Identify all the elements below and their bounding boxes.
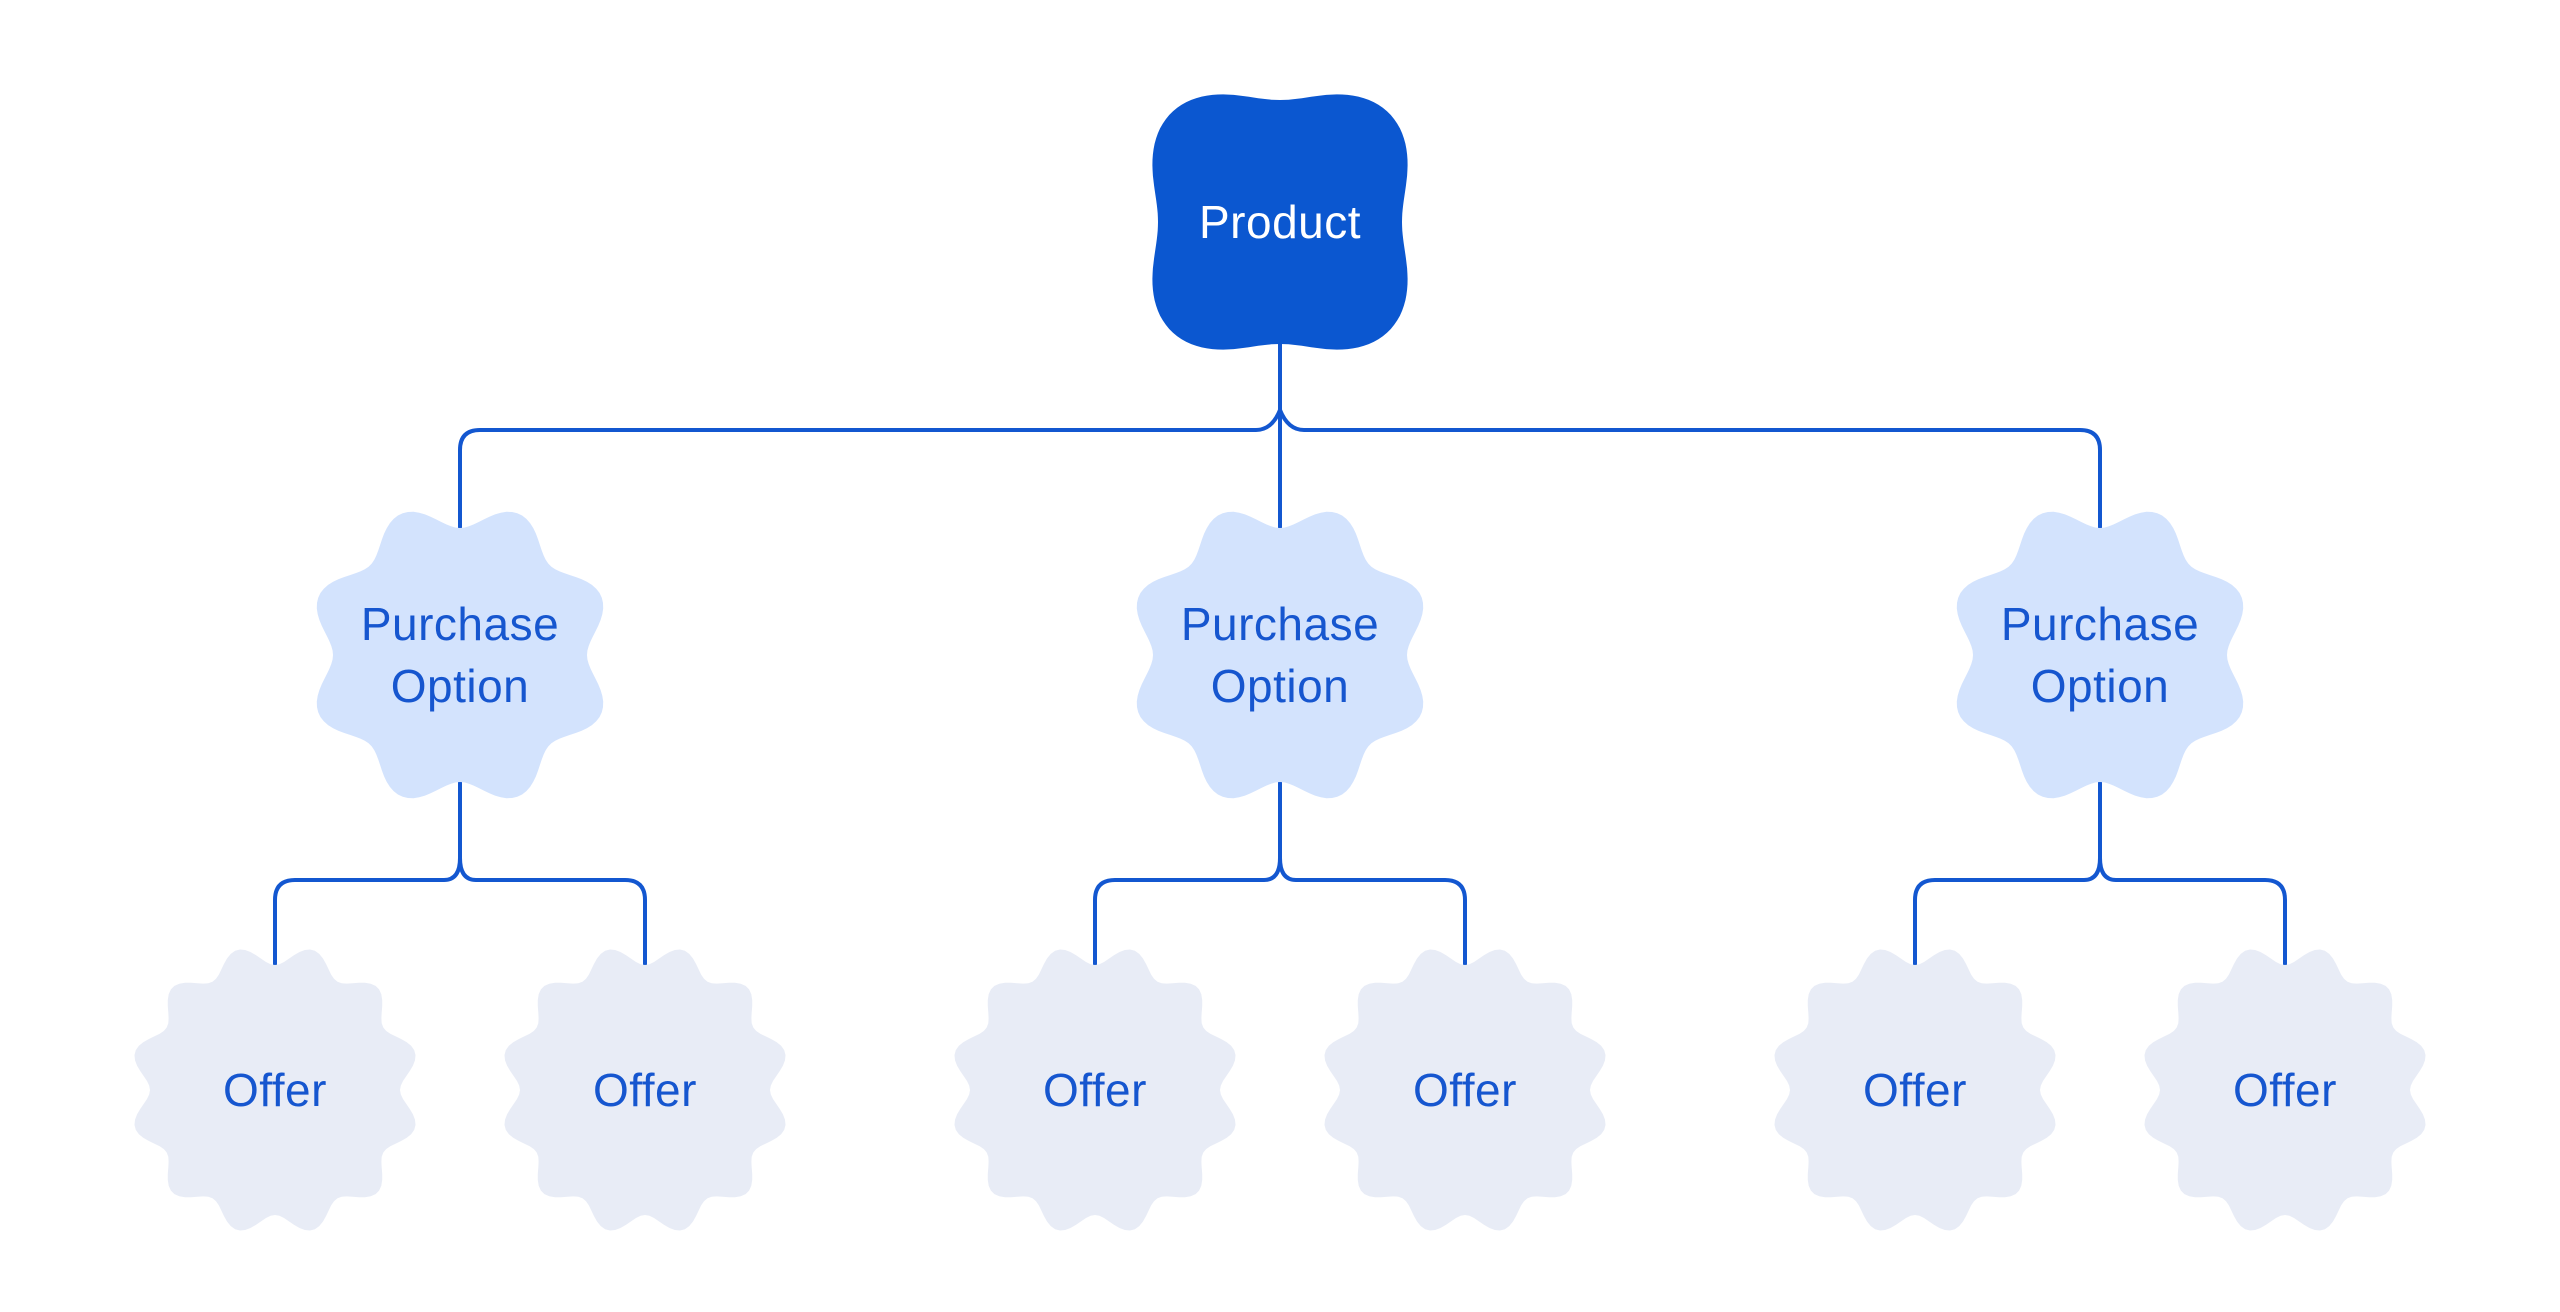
product-node-shape	[1152, 94, 1408, 350]
offer-3b-shape	[2144, 949, 2426, 1231]
connector-po1-left-drop	[273, 856, 462, 977]
connector-purchase-option-1-to-offers	[273, 773, 647, 977]
offer-2a-shape	[954, 949, 1236, 1231]
offer-2b-shape	[1324, 949, 1606, 1231]
offer-1b-shape	[504, 949, 786, 1231]
connector-left-branch	[458, 408, 1282, 547]
connector-product-to-purchase-options	[458, 318, 2102, 547]
purchase-option-3-shape	[1956, 511, 2244, 799]
connector-purchase-option-2-to-offers	[1093, 773, 1467, 977]
connector-po3-left-drop	[1913, 856, 2102, 977]
purchase-option-2-shape	[1136, 511, 1424, 799]
connector-po1-right-drop	[458, 856, 647, 977]
purchase-option-1-shape	[316, 511, 604, 799]
connector-purchase-option-3-to-offers	[1913, 773, 2287, 977]
connector-right-branch	[1278, 408, 2102, 547]
offer-1a-shape	[134, 949, 416, 1231]
connector-po2-left-drop	[1093, 856, 1282, 977]
connector-po2-right-drop	[1278, 856, 1467, 977]
offer-3a-shape	[1774, 949, 2056, 1231]
connector-po3-right-drop	[2098, 856, 2287, 977]
